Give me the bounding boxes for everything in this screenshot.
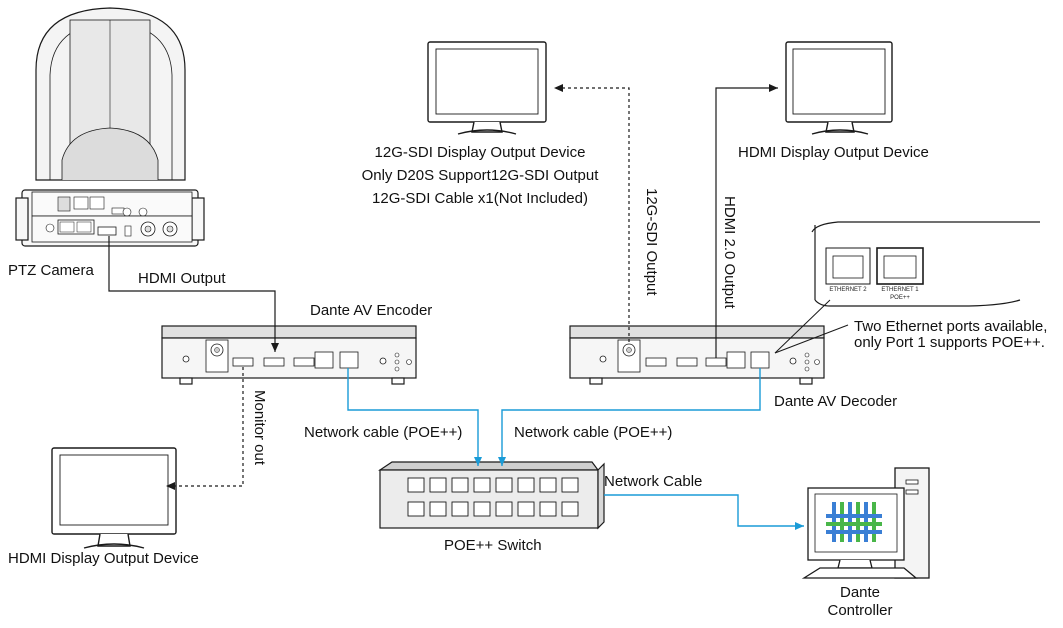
switch-port [473,477,491,493]
ethernet-callout [774,221,1040,354]
encoder-label: Dante AV Encoder [310,302,433,319]
controller-network-line [604,494,804,530]
hdmi-display-left-label: HDMI Display Output Device [8,550,199,567]
poe-switch [378,461,605,530]
switch-port [451,477,469,493]
ethernet1-port-label: ETHERNET 1 [881,287,919,293]
network-cable-right-label: Network cable (POE++) [514,424,673,441]
switch-port [517,477,535,493]
monitor-hdmi-right [785,41,893,135]
switch-port [473,501,491,517]
switch-port [561,477,579,493]
dante-controller-label-1: Dante [839,584,881,601]
switch-port [451,501,469,517]
switch-port [429,501,447,517]
controller-screen-grid [826,502,882,542]
network-cable-left-label: Network cable (POE++) [304,424,463,441]
switch-port [539,477,557,493]
monitor-out-label: Monitor out [251,390,268,466]
switch-port [517,501,535,517]
sdi-output-label: 12G-SDI Output [643,188,660,296]
switch-port [407,477,425,493]
sdi-output-line [554,84,630,342]
hdmi-output-line [108,236,279,352]
ethernet-note-line1: Two Ethernet ports available, [854,318,1048,335]
ethernet2-port-label: ETHERNET 2 [829,287,867,293]
switch-port [495,477,513,493]
hdmi20-output-line [715,84,778,358]
dante-av-encoder [161,325,417,385]
switch-ports [407,477,579,517]
switch-port [561,501,579,517]
sdi-display-label-3: 12G-SDI Cable x1(Not Included) [372,190,588,207]
ethernet-note-line2: only Port 1 supports POE++. [854,334,1045,351]
switch-port [407,501,425,517]
switch-port [429,477,447,493]
decoder-network-line [498,368,761,466]
network-cable-label: Network Cable [604,473,703,490]
switch-port [495,501,513,517]
encoder-network-line [347,368,482,466]
sdi-display-label-1: 12G-SDI Display Output Device [374,144,586,161]
ethernet1-poe-label: POE++ [890,295,910,301]
hdmi-output-label: HDMI Output [138,270,226,287]
hdmi20-output-label: HDMI 2.0 Output [721,196,738,309]
monitor-out-line [166,367,244,490]
dante-av-decoder [569,325,825,385]
hdmi-display-right-label: HDMI Display Output Device [738,144,929,161]
ptz-camera [15,7,205,247]
dante-controller-label-2: Controller [827,602,893,619]
switch-port [539,501,557,517]
poe-switch-label: POE++ Switch [444,537,542,554]
decoder-label: Dante AV Decoder [774,393,898,410]
sdi-display-label-2: Only D20S Support12G-SDI Output [361,167,599,184]
monitor-sdi [427,41,547,135]
monitor-left [51,447,177,549]
ptz-camera-label: PTZ Camera [8,262,94,279]
